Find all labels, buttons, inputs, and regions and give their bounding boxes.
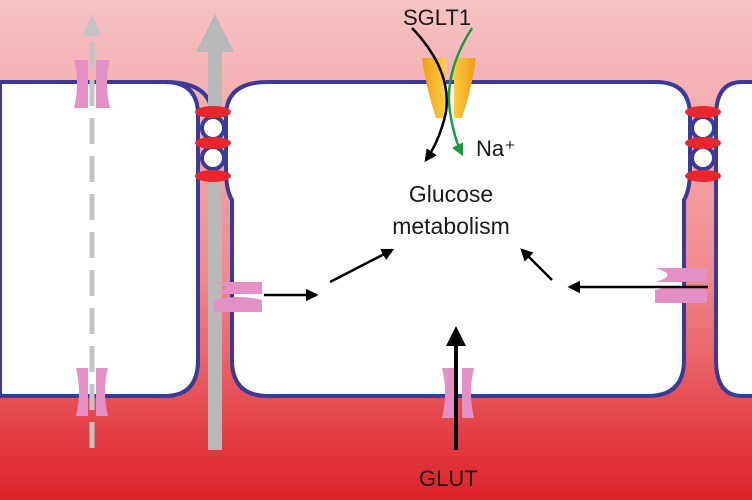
glut-label: GLUT	[419, 466, 478, 491]
dashed-transcellular-arrow	[83, 14, 101, 448]
sodium-ion-label: Na⁺	[476, 136, 516, 161]
left-enterocyte	[0, 80, 200, 398]
sglt1-label: SGLT1	[403, 5, 472, 30]
lateral-transporter-left	[214, 282, 262, 312]
basal-transporter-left	[76, 368, 108, 416]
apical-transporter-left	[74, 60, 110, 108]
basal-glut-transporter	[442, 368, 474, 418]
to-metabolism-arrow-left	[329, 248, 395, 284]
sglt1-transporter	[422, 58, 476, 118]
glucose-metabolism-line2: metabolism	[392, 213, 510, 239]
glucose-metabolism-line1: Glucose	[408, 181, 494, 207]
tight-junction-left	[195, 106, 231, 182]
to-metabolism-arrow-right	[520, 248, 553, 281]
glucose-metabolism-label: Glucose metabolism	[374, 178, 528, 242]
sglt1-sodium-flow-arrow	[447, 27, 474, 157]
sglt1-glucose-flow-arrow	[411, 27, 448, 163]
tight-junction-right	[685, 106, 721, 182]
lateral-transporter-right	[655, 268, 707, 303]
right-enterocyte	[714, 80, 752, 398]
